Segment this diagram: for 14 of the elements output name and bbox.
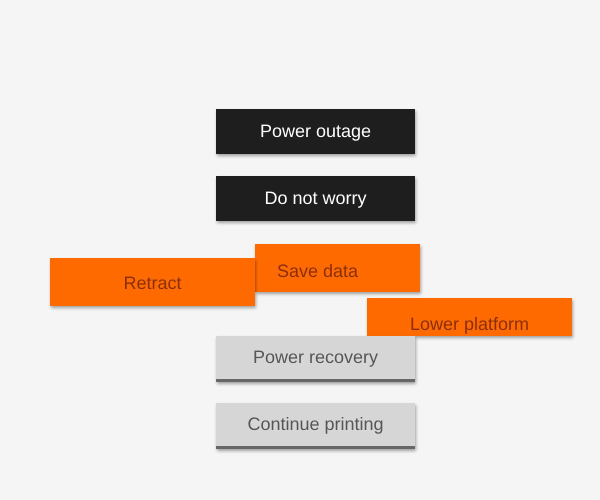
step-label: Power recovery [252,347,378,368]
step-box [216,176,415,221]
step-label: Save data [276,260,358,282]
step-label: Continue printing [247,414,384,435]
step-box [216,109,415,154]
step-box [50,258,255,306]
step-box [255,244,420,292]
step-label: Lower platform [410,314,530,334]
step-label: Do not worry [264,188,367,209]
step-box [367,298,572,336]
step-box [216,336,415,382]
step-box [216,403,415,449]
step-label: Power outage [260,121,372,142]
step-label: Retract [123,272,182,294]
